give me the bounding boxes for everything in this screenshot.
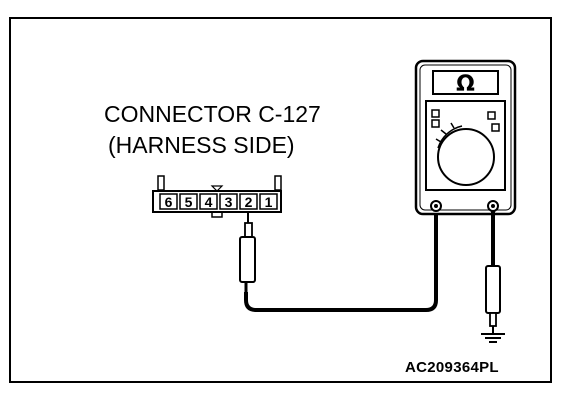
pin-cell-4 [199,193,218,210]
test-lead-wire [244,214,438,312]
pin-cell-2 [239,193,258,210]
pin-label: 1 [265,194,273,210]
pin-label: 4 [205,194,213,210]
ohm-symbol: Ω [456,72,475,97]
connector-subtitle: (HARNESS SIDE) [108,132,295,158]
connector-c127: 6 5 4 3 2 1 [152,175,282,218]
diagram-frame [9,17,552,383]
range-selector-dial [437,128,495,186]
pin-cell-1 [259,193,278,210]
pin-cell-5 [179,193,198,210]
meter-display [432,70,499,95]
pin-label: 5 [185,194,193,210]
pin-label: 6 [165,194,173,210]
ohmmeter: Ω [414,59,517,216]
ground-probe [485,265,501,333]
pin-label: 2 [245,194,253,210]
connector-title: CONNECTOR C-127 [104,101,321,127]
figure-code: AC209364PL [405,359,499,376]
pin-label: 3 [225,194,233,210]
pin-cell-6 [159,193,178,210]
connector-probe [239,212,256,292]
pin-cell-3 [219,193,238,210]
ground-icon [481,333,505,343]
